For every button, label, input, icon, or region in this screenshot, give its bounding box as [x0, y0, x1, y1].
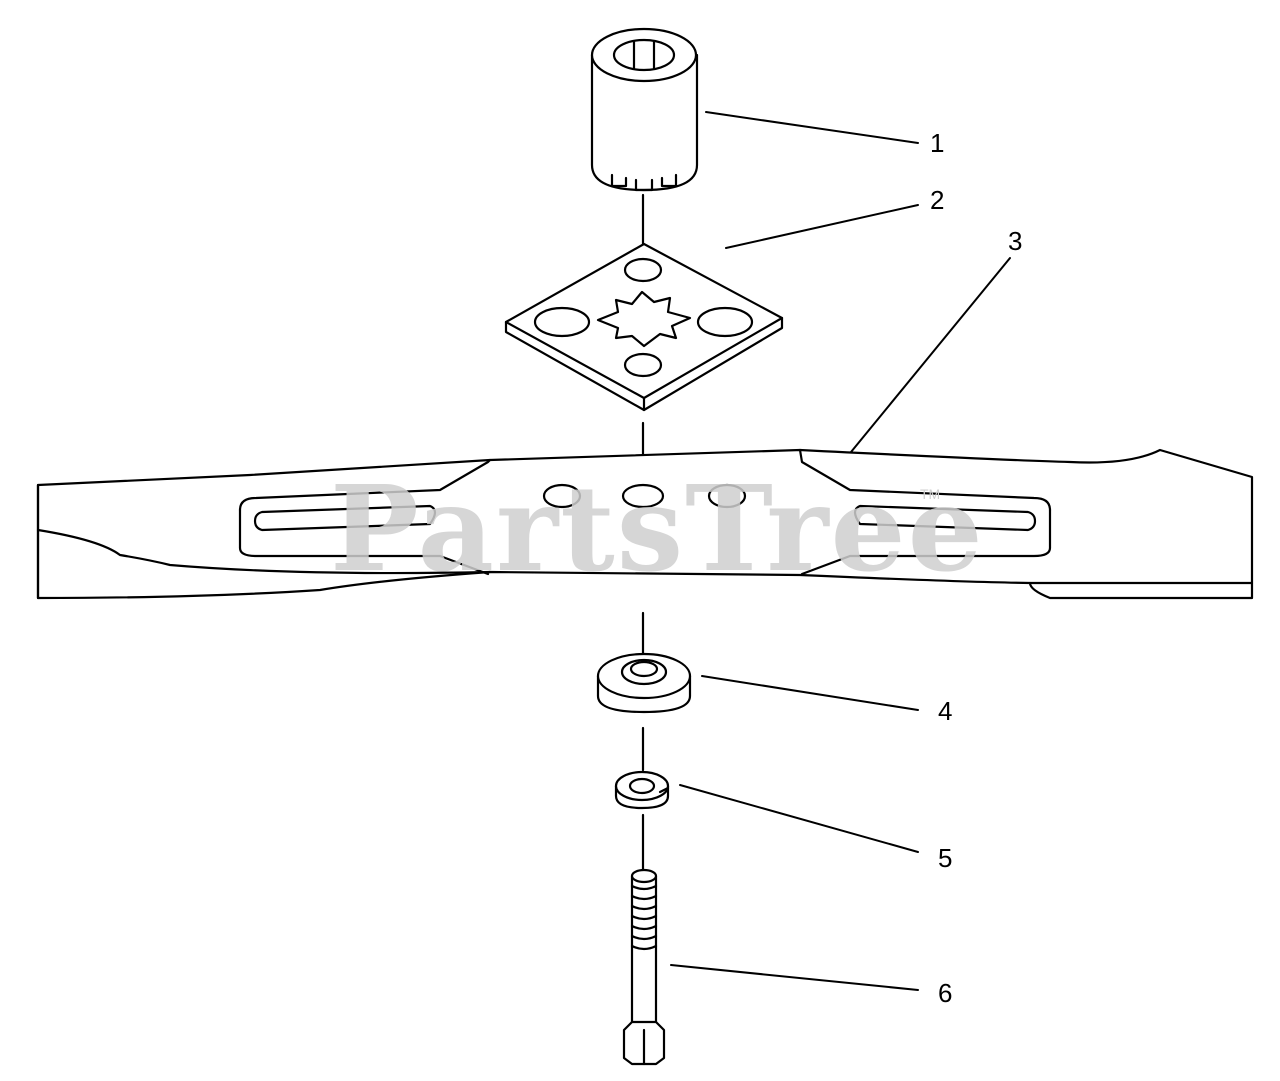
part-4-washer: [596, 652, 692, 714]
leader-line-1: [705, 111, 919, 144]
part-6-bolt: [622, 868, 666, 1066]
leader-lines: [670, 111, 1011, 991]
callout-4: 4: [938, 696, 953, 726]
part-5-lock-washer: [614, 770, 670, 810]
part-1-blade-adapter: [590, 27, 699, 192]
watermark-trademark: TM: [920, 486, 941, 502]
callout-1: 1: [930, 128, 945, 158]
watermark-text: PartsTree: [330, 459, 985, 598]
callout-5: 5: [938, 843, 953, 873]
part-2-plate: [504, 242, 784, 412]
part-3-blade: [36, 448, 1254, 600]
leader-line-5: [679, 784, 919, 853]
leader-line-2: [725, 204, 919, 249]
leader-line-6: [670, 964, 919, 991]
leader-line-3: [850, 257, 1011, 453]
callout-3: 3: [1008, 226, 1023, 256]
leader-line-4: [701, 675, 919, 711]
callout-2: 2: [930, 185, 945, 215]
callout-6: 6: [938, 978, 953, 1008]
